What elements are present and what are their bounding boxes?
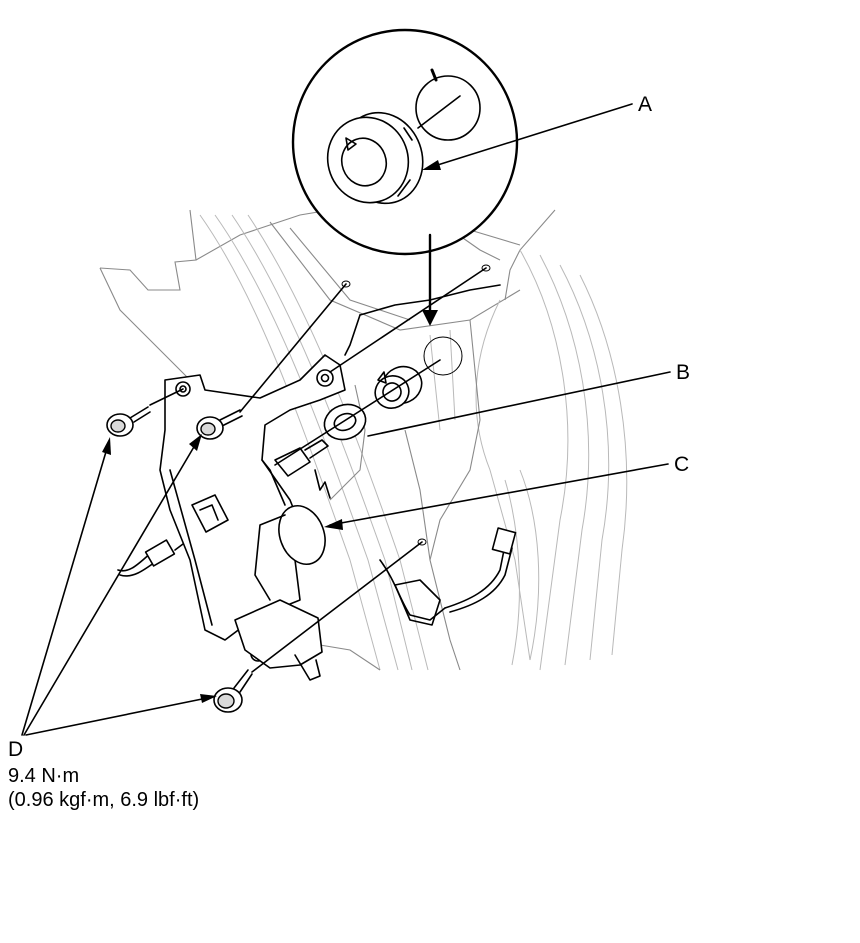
wiper-motor-assembly <box>159 354 346 681</box>
mounting-bolts <box>106 267 487 713</box>
bolt-upper-left <box>106 406 151 437</box>
callout-label-b: B <box>676 361 691 384</box>
detail-view-a <box>291 28 519 326</box>
callout-label-c: C <box>674 453 690 476</box>
bolt-lower <box>213 669 253 713</box>
callout-label-a: A <box>638 93 653 116</box>
callout-label-d: D <box>8 738 24 761</box>
bolt-upper-middle <box>196 409 243 440</box>
torque-spec: 9.4 N·m (0.96 kgf·m, 6.9 lbf·ft) <box>8 764 199 812</box>
washer-grommet-parts <box>274 359 441 466</box>
leader-lines <box>21 103 671 736</box>
torque-imperial: (0.96 kgf·m, 6.9 lbf·ft) <box>8 789 200 811</box>
torque-metric: 9.4 N·m <box>8 765 80 787</box>
